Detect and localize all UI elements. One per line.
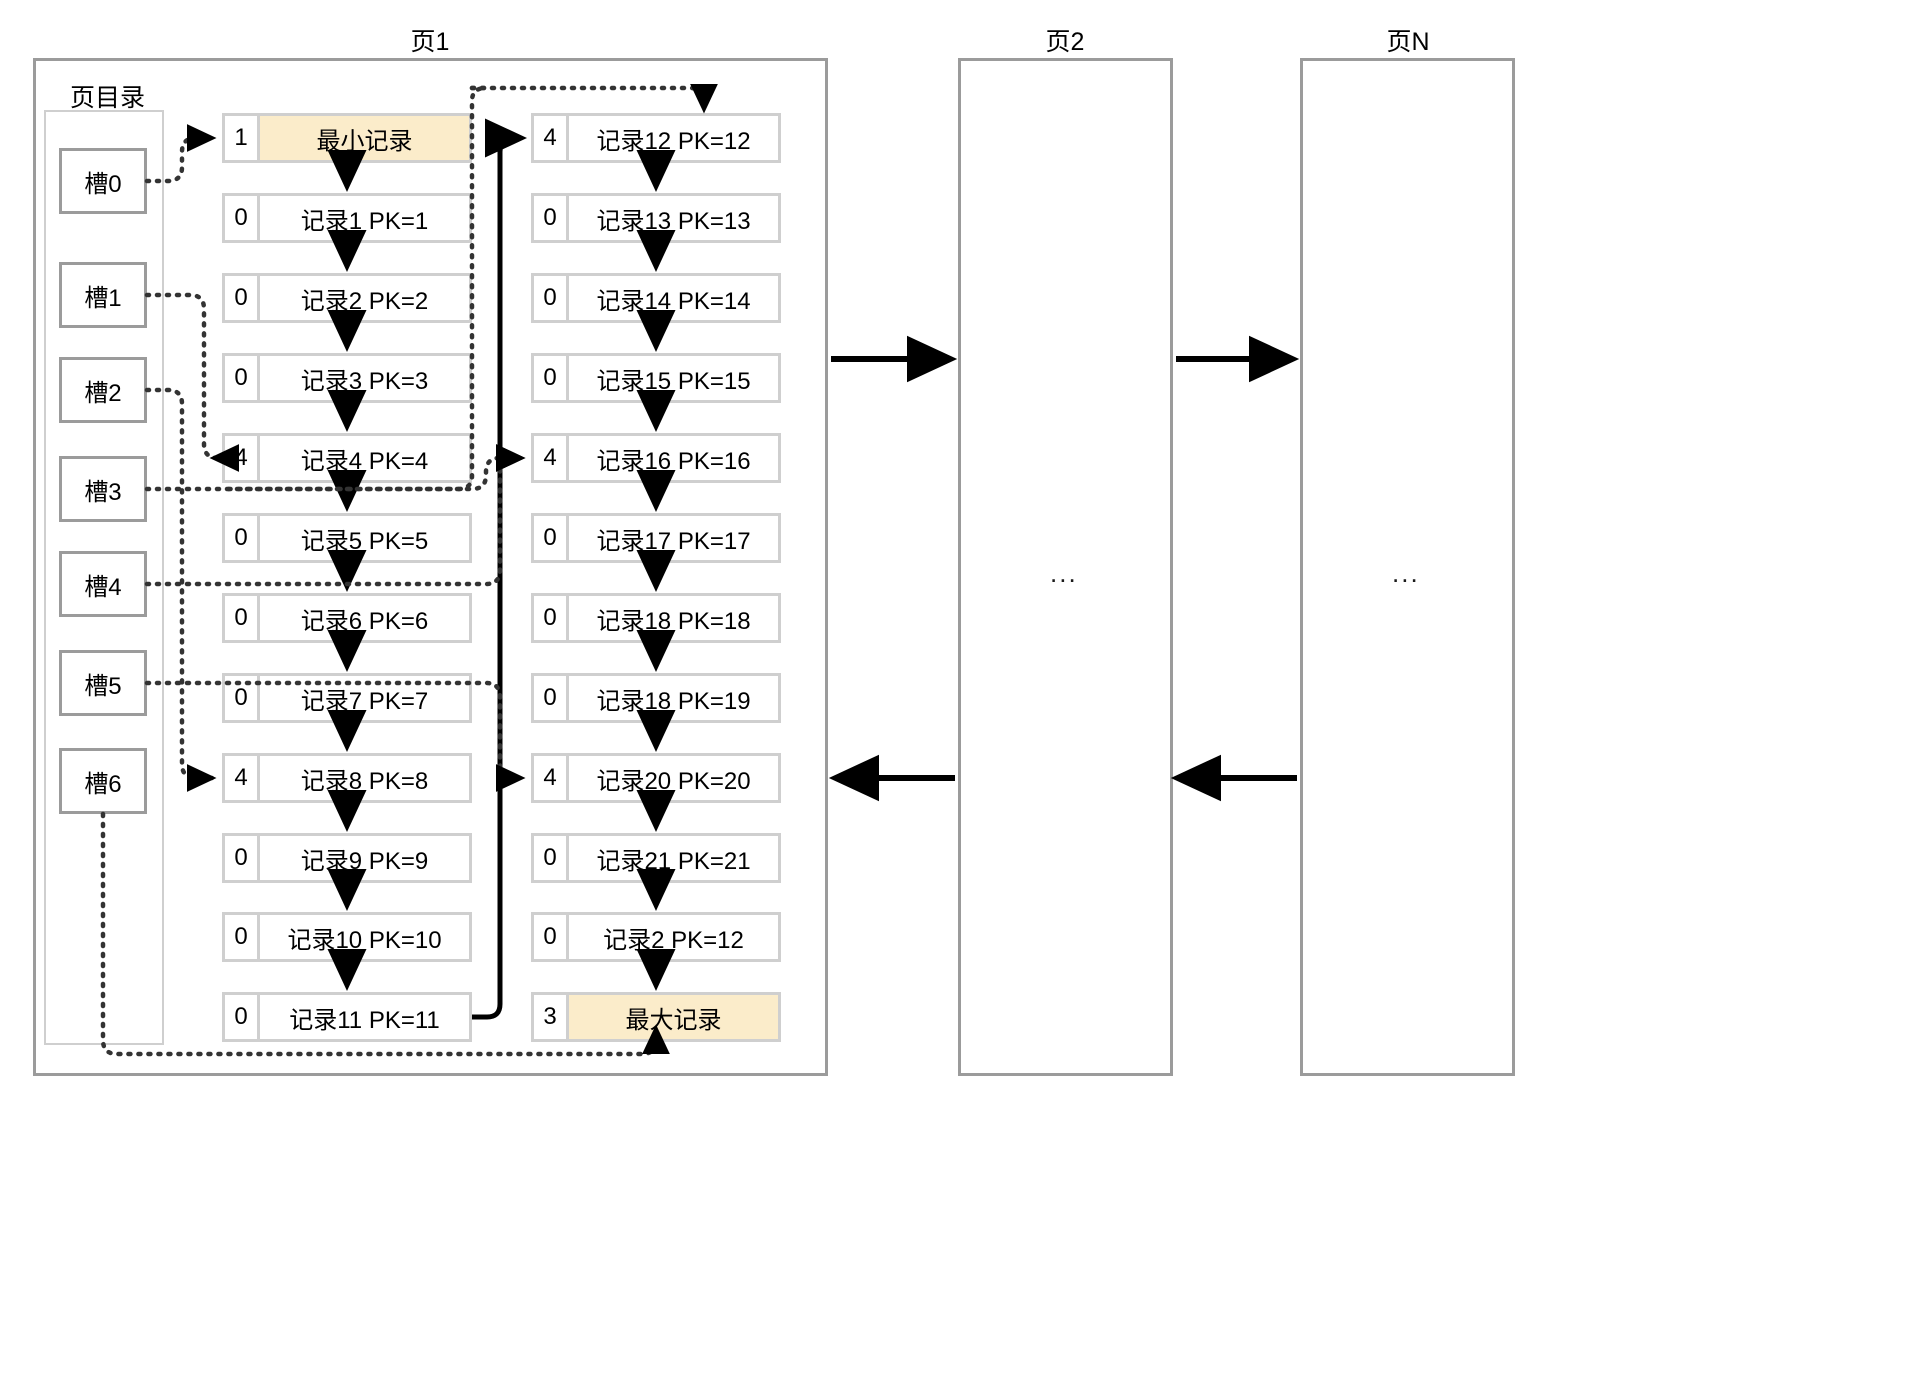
page-box-2: [958, 58, 1173, 1076]
record-count: 0: [531, 513, 569, 563]
record-label: 记录18 PK=18: [569, 593, 781, 643]
record-count: 0: [222, 912, 260, 962]
record-count: 4: [531, 433, 569, 483]
record-label: 记录1 PK=1: [260, 193, 472, 243]
record-row: 0 记录3 PK=3: [222, 353, 472, 403]
record-label: 记录3 PK=3: [260, 353, 472, 403]
slot-0[interactable]: 槽0: [59, 148, 147, 214]
record-row: 0 记录15 PK=15: [531, 353, 781, 403]
record-row: 0 记录2 PK=2: [222, 273, 472, 323]
record-row: 0 记录7 PK=7: [222, 673, 472, 723]
page-title-n: 页N: [1386, 28, 1430, 56]
record-count: 0: [222, 593, 260, 643]
record-count: 4: [531, 753, 569, 803]
record-row: 0 记录14 PK=14: [531, 273, 781, 323]
slot-6[interactable]: 槽6: [59, 748, 147, 814]
record-row: 4 记录20 PK=20: [531, 753, 781, 803]
record-count: 0: [531, 673, 569, 723]
record-label: 记录21 PK=21: [569, 833, 781, 883]
slot-1[interactable]: 槽1: [59, 262, 147, 328]
record-label: 记录7 PK=7: [260, 673, 472, 723]
slot-4-label: 槽4: [84, 573, 122, 601]
page-n-ellipsis: ...: [1392, 558, 1420, 588]
record-count: 0: [531, 912, 569, 962]
record-label: 最大记录: [569, 992, 781, 1042]
record-label: 记录16 PK=16: [569, 433, 781, 483]
slot-2-label: 槽2: [84, 379, 122, 407]
slot-6-label: 槽6: [84, 770, 122, 798]
record-row: 0 记录17 PK=17: [531, 513, 781, 563]
record-row: 4 记录16 PK=16: [531, 433, 781, 483]
slot-1-label: 槽1: [84, 284, 122, 312]
page-directory-label: 页目录: [70, 84, 146, 112]
record-count: 0: [531, 273, 569, 323]
record-label: 记录6 PK=6: [260, 593, 472, 643]
slot-3[interactable]: 槽3: [59, 456, 147, 522]
record-row: 0 记录5 PK=5: [222, 513, 472, 563]
record-count: 0: [531, 353, 569, 403]
page-title-2: 页2: [1045, 28, 1085, 56]
slot-4[interactable]: 槽4: [59, 551, 147, 617]
record-count: 0: [222, 513, 260, 563]
record-label: 记录10 PK=10: [260, 912, 472, 962]
slot-0-label: 槽0: [84, 170, 122, 198]
record-label: 记录2 PK=2: [260, 273, 472, 323]
record-count: 0: [222, 273, 260, 323]
record-count: 0: [531, 593, 569, 643]
record-label: 记录14 PK=14: [569, 273, 781, 323]
record-label: 记录18 PK=19: [569, 673, 781, 723]
record-count: 4: [531, 113, 569, 163]
slot-5[interactable]: 槽5: [59, 650, 147, 716]
record-row: 0 记录1 PK=1: [222, 193, 472, 243]
page-2-ellipsis: ...: [1050, 558, 1078, 588]
record-label: 记录12 PK=12: [569, 113, 781, 163]
slot-2[interactable]: 槽2: [59, 357, 147, 423]
record-label: 记录4 PK=4: [260, 433, 472, 483]
record-row: 0 记录11 PK=11: [222, 992, 472, 1042]
record-label: 记录2 PK=12: [569, 912, 781, 962]
page-title-1: 页1: [410, 28, 450, 56]
record-row: 0 记录2 PK=12: [531, 912, 781, 962]
record-count: 0: [222, 673, 260, 723]
slot-5-label: 槽5: [84, 672, 122, 700]
record-row: 0 记录6 PK=6: [222, 593, 472, 643]
record-row: 0 记录18 PK=18: [531, 593, 781, 643]
record-count: 0: [531, 193, 569, 243]
record-count: 0: [222, 833, 260, 883]
record-label: 记录11 PK=11: [260, 992, 472, 1042]
record-row: 0 记录10 PK=10: [222, 912, 472, 962]
record-count: 0: [531, 833, 569, 883]
record-count: 0: [222, 992, 260, 1042]
record-count: 0: [222, 353, 260, 403]
record-row: 3 最大记录: [531, 992, 781, 1042]
record-label: 记录20 PK=20: [569, 753, 781, 803]
record-row: 0 记录21 PK=21: [531, 833, 781, 883]
page-box-n: [1300, 58, 1515, 1076]
slot-3-label: 槽3: [84, 478, 122, 506]
record-count: 3: [531, 992, 569, 1042]
record-label: 记录5 PK=5: [260, 513, 472, 563]
record-label: 记录17 PK=17: [569, 513, 781, 563]
record-row: 0 记录18 PK=19: [531, 673, 781, 723]
record-label: 记录9 PK=9: [260, 833, 472, 883]
record-row: 4 记录4 PK=4: [222, 433, 472, 483]
record-row: 0 记录13 PK=13: [531, 193, 781, 243]
record-count: 1: [222, 113, 260, 163]
record-count: 4: [222, 433, 260, 483]
record-count: 4: [222, 753, 260, 803]
record-row: 0 记录9 PK=9: [222, 833, 472, 883]
record-row: 1 最小记录: [222, 113, 472, 163]
record-label: 记录15 PK=15: [569, 353, 781, 403]
record-row: 4 记录8 PK=8: [222, 753, 472, 803]
record-label: 最小记录: [260, 113, 472, 163]
record-label: 记录8 PK=8: [260, 753, 472, 803]
record-label: 记录13 PK=13: [569, 193, 781, 243]
record-row: 4 记录12 PK=12: [531, 113, 781, 163]
record-count: 0: [222, 193, 260, 243]
